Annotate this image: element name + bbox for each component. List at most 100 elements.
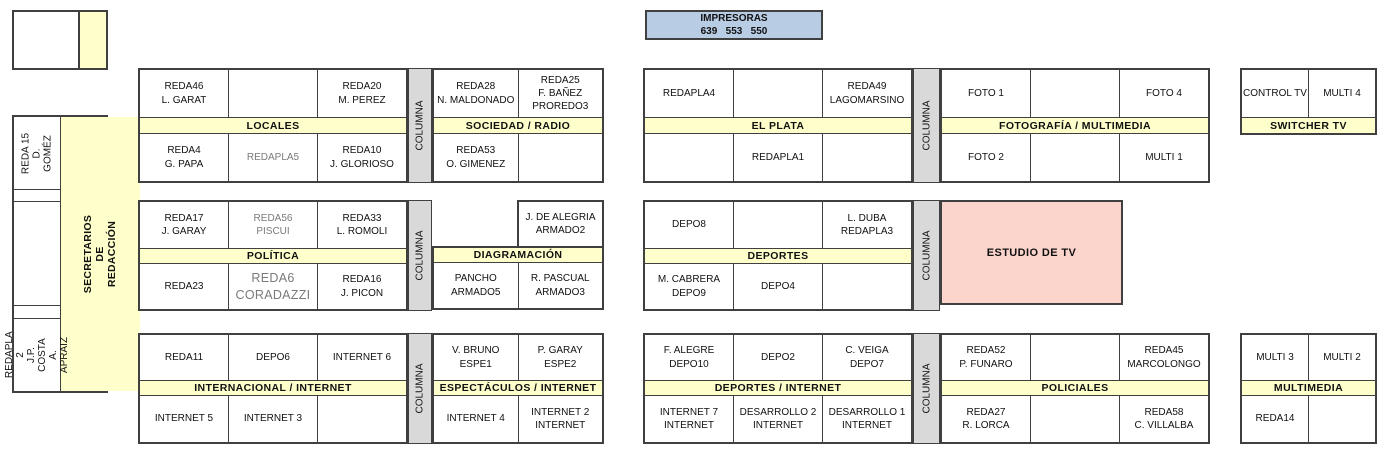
- desk-cell: MULTI 2: [1309, 335, 1375, 380]
- desk-cell: REDA4 G. PAPA: [140, 134, 228, 181]
- section-header-espectaculos-internet: ESPECTÁCULOS / INTERNET: [434, 381, 602, 395]
- columna-label: COLUMNA: [414, 100, 426, 151]
- desk-cell: [518, 134, 602, 181]
- block-locales: REDA46 L. GARAT REDA20 M. PEREZ LOCALES …: [138, 68, 408, 183]
- desk-cell: REDA25 F. BAÑEZ PROREDO3: [518, 70, 602, 117]
- desk-cell: MULTI 3: [1242, 335, 1308, 380]
- columna-label: COLUMNA: [921, 230, 933, 281]
- secretarios-label: SECRETARIOS DE REDACCIÓN: [82, 214, 119, 294]
- desk-cell: L. DUBA REDAPLA3: [823, 202, 911, 248]
- desk-cell: J. DE ALEGRIA ARMADO2: [517, 200, 604, 246]
- desk-cell: R. PASCUAL ARMADO3: [518, 263, 602, 308]
- columna-strip: COLUMNA: [913, 68, 940, 183]
- desk-cell: INTERNET 2 INTERNET: [518, 396, 602, 442]
- columna-strip: COLUMNA: [913, 333, 940, 444]
- columna-label: COLUMNA: [921, 100, 933, 151]
- desk-cell: REDA10 J. GLORIOSO: [318, 134, 406, 181]
- impresoras-title: IMPRESORAS: [700, 13, 768, 24]
- section-header-politica: POLÍTICA: [140, 249, 406, 263]
- desk-cell: INTERNET 7 INTERNET: [645, 396, 733, 442]
- desk-cell: REDA11: [140, 335, 228, 380]
- desk-cell: REDA49 LAGOMARSINO: [823, 70, 911, 117]
- block-sociedad-radio: REDA28 N. MALDONADO REDA25 F. BAÑEZ PROR…: [432, 68, 604, 183]
- desk-cell: MULTI 4: [1309, 70, 1375, 117]
- desk-cell: PANCHO ARMADO5: [434, 263, 518, 308]
- estudio-de-tv: ESTUDIO DE TV: [940, 200, 1123, 305]
- sidebar-desk-column: REDA 15 D. GOMÉZ REDAPLA 2 J.P. COSTA A.…: [4, 117, 70, 391]
- legend-white-area: [14, 12, 78, 68]
- columna-strip: COLUMNA: [913, 200, 940, 311]
- desk-cell: REDA28 N. MALDONADO: [434, 70, 518, 117]
- desk-cell: C. VEIGA DEPO7: [823, 335, 911, 380]
- legend-yellow-area: [80, 12, 106, 68]
- desk-cell: [823, 264, 911, 309]
- section-header-switcher-tv: SWITCHER TV: [1242, 118, 1375, 133]
- desk-cell: [823, 134, 911, 181]
- desk-cell: REDA45 MARCOLONGO: [1120, 335, 1208, 380]
- section-header-multimedia: MULTIMEDIA: [1242, 381, 1375, 395]
- block-el-plata: REDAPLA4 REDA49 LAGOMARSINO EL PLATA RED…: [643, 68, 913, 183]
- desk-cell: REDA33 L. ROMOLI: [318, 202, 406, 248]
- desk-cell: [1031, 70, 1119, 117]
- desk-cell: [1309, 396, 1375, 442]
- desk-cell: REDA16 J. PICON: [318, 264, 406, 309]
- columna-label: COLUMNA: [921, 363, 933, 414]
- desk-cell: REDA56 PISCUI: [229, 202, 317, 248]
- block-deportes: DEPO8 L. DUBA REDAPLA3 DEPORTES M. CABRE…: [643, 200, 913, 311]
- desk-cell: REDA27 R. LORCA: [942, 396, 1030, 442]
- desk-cell: FOTO 2: [942, 134, 1030, 181]
- block-switcher-tv: CONTROL TV MULTI 4 SWITCHER TV: [1240, 68, 1377, 135]
- desk-cell: FOTO 1: [942, 70, 1030, 117]
- columna-strip: COLUMNA: [408, 333, 432, 444]
- block-multimedia: MULTI 3 MULTI 2 MULTIMEDIA REDA14: [1240, 333, 1377, 444]
- desk-cell: [1031, 134, 1119, 181]
- legend-divider: [78, 12, 80, 68]
- section-header-locales: LOCALES: [140, 118, 406, 133]
- block-fotografia-multimedia: FOTO 1 FOTO 4 FOTOGRAFÍA / MULTIMEDIA FO…: [940, 68, 1210, 183]
- desk-cell: [318, 396, 406, 442]
- sidebar-desk-cell: REDAPLA 2 J.P. COSTA A. APRAIZ: [4, 319, 70, 391]
- impresoras-numbers: 639 553 550: [700, 26, 768, 37]
- desk-cell: REDAPLA5: [229, 134, 317, 181]
- section-header-policiales: POLICIALES: [942, 381, 1208, 395]
- secretarios-strip: SECRETARIOS DE REDACCIÓN: [61, 117, 140, 391]
- desk-cell: INTERNET 6: [318, 335, 406, 380]
- desk-cell: REDA23: [140, 264, 228, 309]
- desk-cell: REDA17 J. GARAY: [140, 202, 228, 248]
- columna-strip: COLUMNA: [408, 200, 432, 311]
- columna-label: COLUMNA: [414, 230, 426, 281]
- section-header-sociedad-radio: SOCIEDAD / RADIO: [434, 118, 602, 133]
- desk-cell: DEPO4: [734, 264, 822, 309]
- sidebar-desk-label: REDA 15 D. GOMÉZ: [20, 132, 54, 174]
- impresoras-box: IMPRESORAS 639 553 550: [645, 10, 823, 40]
- desk-cell: CONTROL TV: [1242, 70, 1308, 117]
- section-header-fotografia-multimedia: FOTOGRAFÍA / MULTIMEDIA: [942, 118, 1208, 133]
- desk-cell: REDA46 L. GARAT: [140, 70, 228, 117]
- sidebar-desk-label: REDAPLA 2 J.P. COSTA A. APRAIZ: [4, 331, 71, 379]
- sidebar: REDA 15 D. GOMÉZ REDAPLA 2 J.P. COSTA A.…: [4, 115, 140, 393]
- block-policiales: REDA52 P. FUNARO REDA45 MARCOLONGO POLIC…: [940, 333, 1210, 444]
- section-header-el-plata: EL PLATA: [645, 118, 911, 133]
- desk-cell: FOTO 4: [1120, 70, 1208, 117]
- block-espectaculos-internet: V. BRUNO ESPE1 P. GARAY ESPE2 ESPECTÁCUL…: [432, 333, 604, 444]
- desk-cell: INTERNET 3: [229, 396, 317, 442]
- desk-cell: [229, 70, 317, 117]
- section-header-internacional-internet: INTERNACIONAL / INTERNET: [140, 381, 406, 395]
- desk-cell: REDA20 M. PEREZ: [318, 70, 406, 117]
- desk-cell: DEPO8: [645, 202, 733, 248]
- desk-cell: REDA52 P. FUNARO: [942, 335, 1030, 380]
- desk-cell: P. GARAY ESPE2: [518, 335, 602, 380]
- section-header-deportes: DEPORTES: [645, 249, 911, 263]
- desk-cell: DESARROLLO 2 INTERNET: [734, 396, 822, 442]
- block-diagramacion: J. DE ALEGRIA ARMADO2 DIAGRAMACIÓN PANCH…: [432, 200, 604, 310]
- desk-cell: DESARROLLO 1 INTERNET: [823, 396, 911, 442]
- desk-cell: [734, 70, 822, 117]
- desk-cell: REDA58 C. VILLALBA: [1120, 396, 1208, 442]
- desk-cell: M. CABRERA DEPO9: [645, 264, 733, 309]
- desk-cell: MULTI 1: [1120, 134, 1208, 181]
- estudio-de-tv-label: ESTUDIO DE TV: [986, 246, 1077, 259]
- desk-cell: F. ALEGRE DEPO10: [645, 335, 733, 380]
- desk-cell: [1031, 335, 1119, 380]
- sidebar-spacer-cell: [14, 306, 61, 318]
